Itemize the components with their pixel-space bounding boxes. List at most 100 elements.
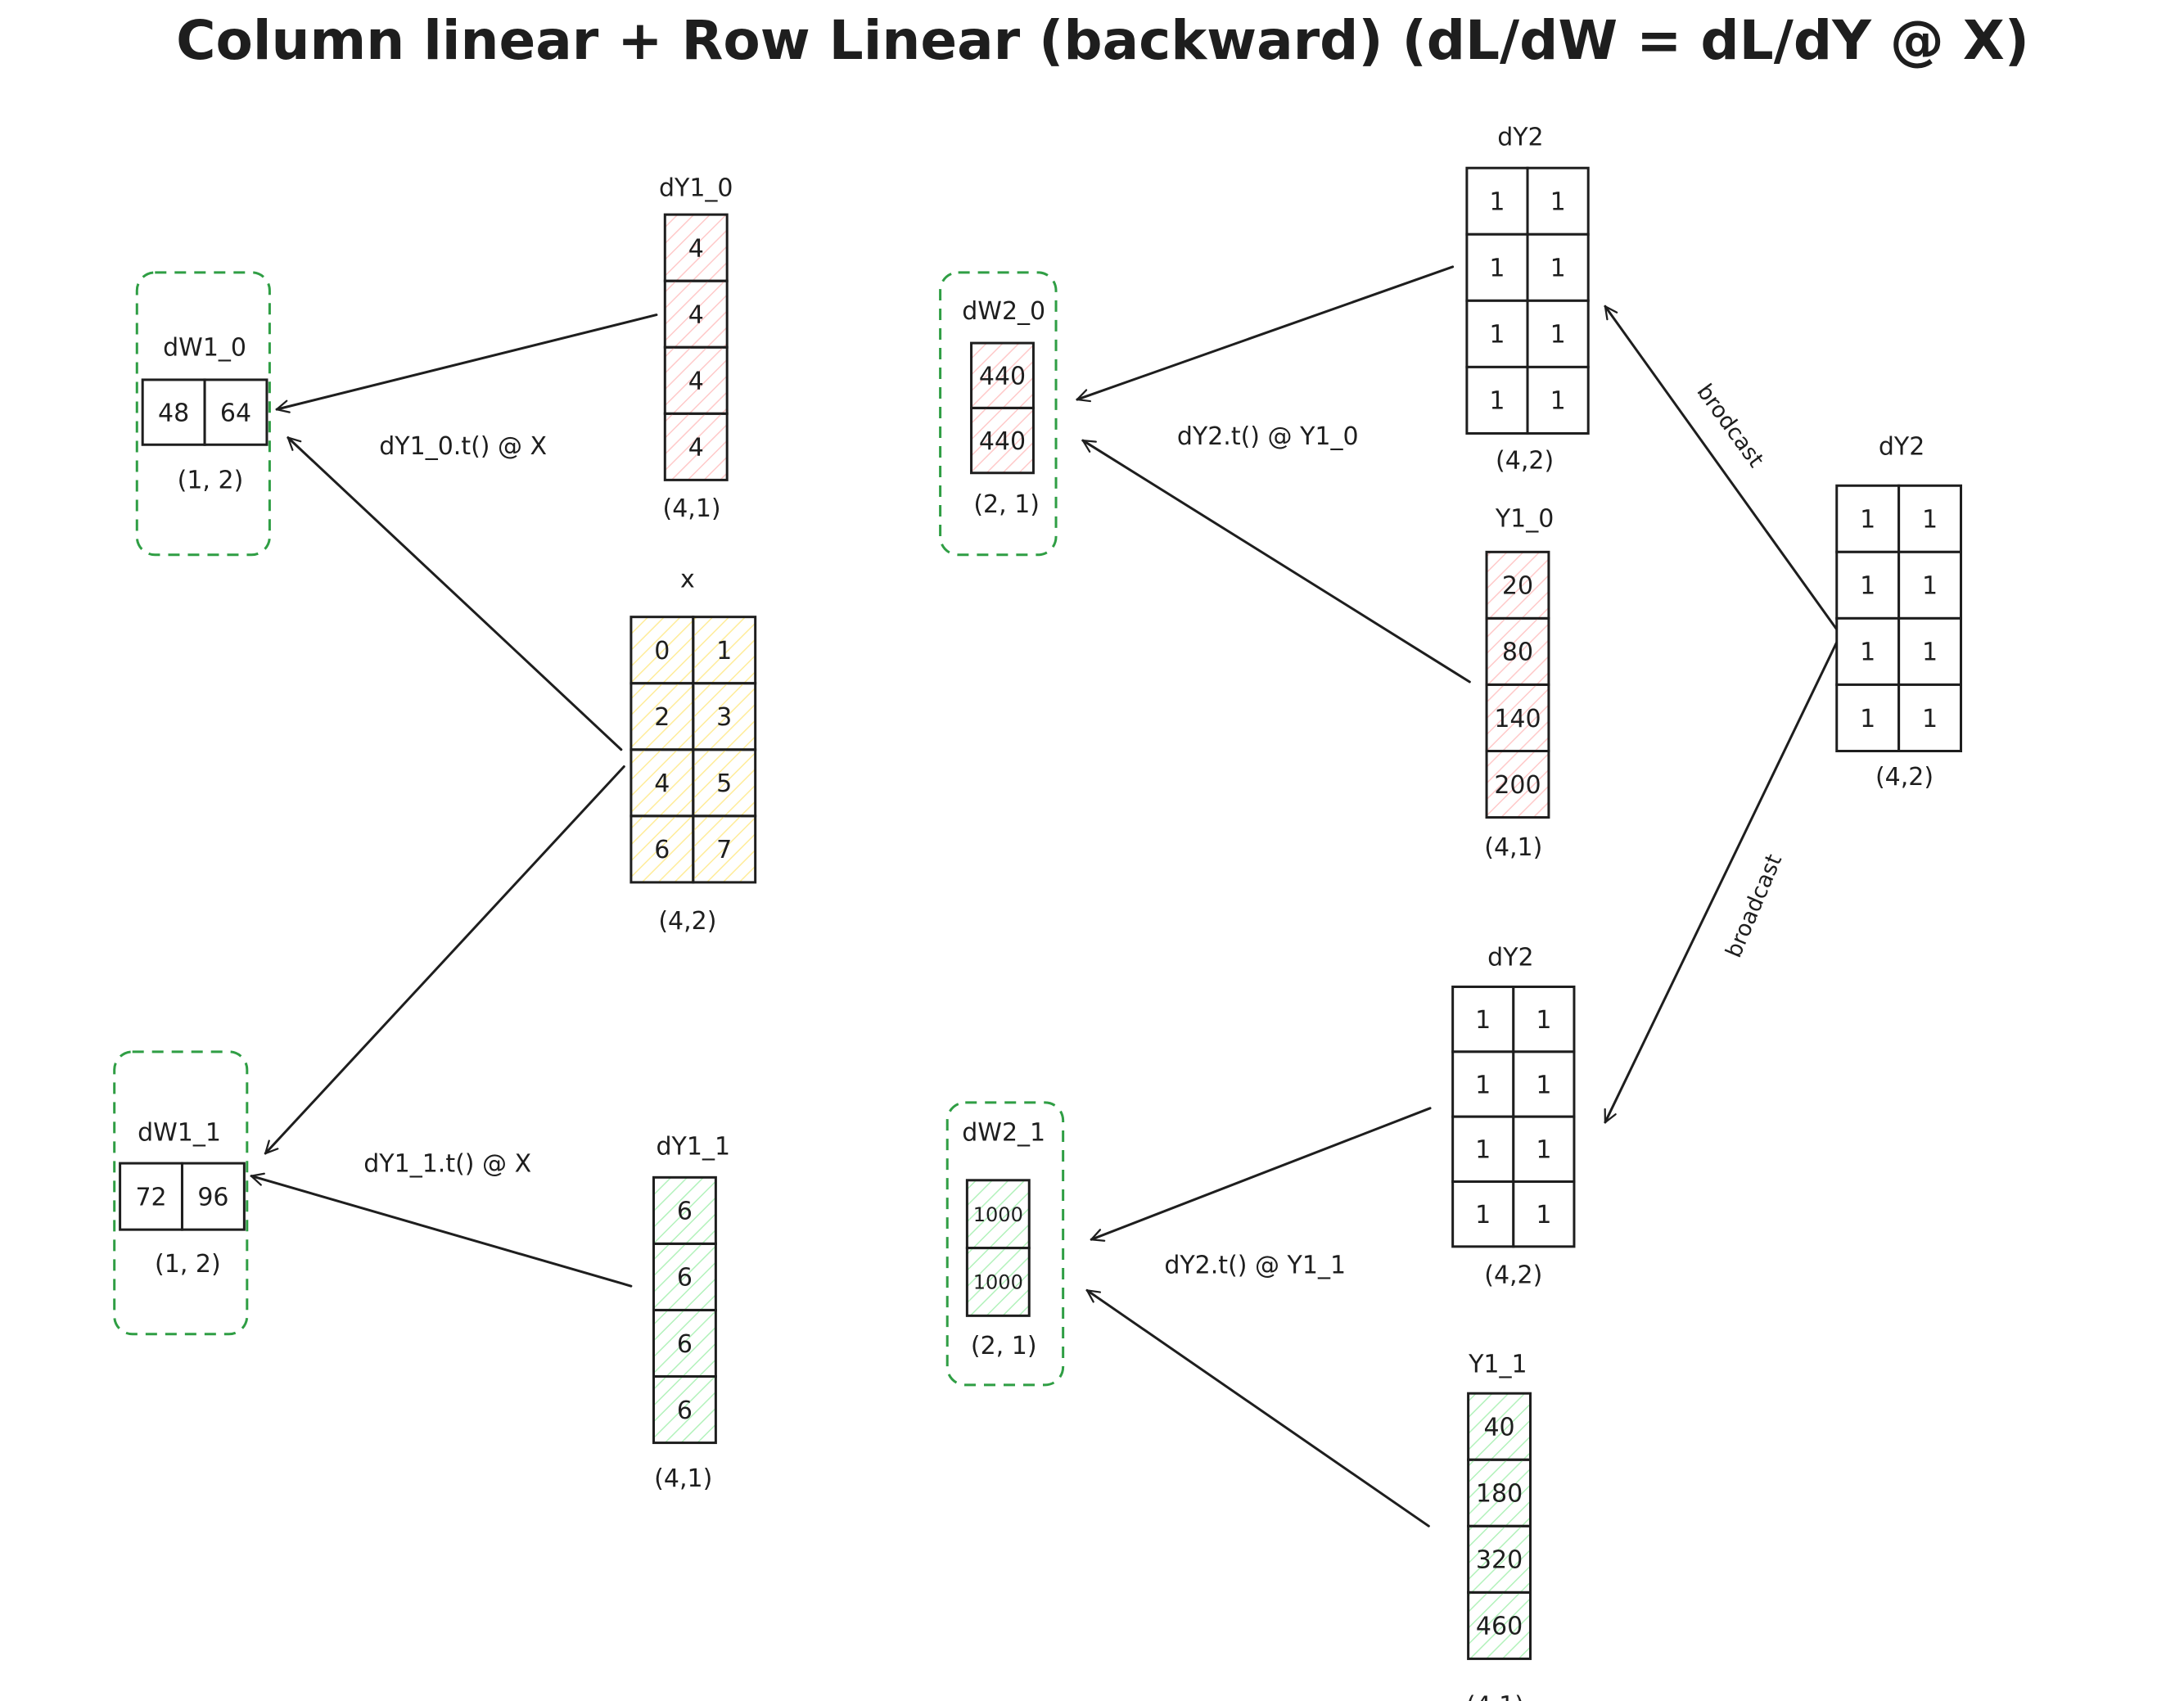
matrix-cell-value: 6 <box>677 1198 693 1226</box>
matrix-label-x: x <box>680 565 695 593</box>
matrix-cell <box>692 616 757 685</box>
matrix-cell-value: 1 <box>1536 1006 1551 1035</box>
matrix-cell <box>1897 550 1963 620</box>
matrix-cell-value: 1 <box>1922 705 1938 733</box>
matrix-cell-value: 1 <box>1475 1136 1491 1165</box>
matrix-cell-value: 3 <box>716 703 732 732</box>
matrix-cell <box>1451 1180 1515 1248</box>
matrix-cell <box>663 213 729 282</box>
matrix-cell <box>965 1247 1031 1317</box>
matrix-cell-value: 440 <box>979 427 1026 456</box>
matrix-cell-value: 4 <box>688 301 704 330</box>
matrix-cell-value: 2 <box>654 703 670 732</box>
arrow-y1-1-to-dw2-1 <box>1085 1288 1430 1527</box>
matrix-cell <box>965 1179 1031 1250</box>
matrix-cell-value: 1 <box>1550 255 1566 283</box>
group-box-dw2-1 <box>945 1101 1065 1387</box>
matrix-cell-value: 48 <box>158 399 189 427</box>
matrix-cell-value: 180 <box>1476 1480 1523 1509</box>
matrix-cell-value: 200 <box>1494 771 1541 800</box>
matrix-shape-dy1-1: (4,1) <box>654 1464 712 1493</box>
annotation-op1: dY1_0.t() @ X <box>379 432 547 461</box>
matrix-shape-dw2-0: (2, 1) <box>973 490 1040 519</box>
arrow-x-to-dw1-1 <box>264 765 625 1155</box>
matrix-cell-value: 40 <box>1483 1414 1514 1442</box>
matrix-cell <box>1485 750 1550 819</box>
matrix-cell-value: 1 <box>1550 188 1566 217</box>
matrix-cell-value: 460 <box>1476 1613 1523 1641</box>
matrix-cell <box>1485 616 1550 686</box>
matrix-cell <box>652 1375 717 1445</box>
arrow-x-to-dw1-0 <box>287 436 623 751</box>
matrix-cell <box>663 345 729 415</box>
matrix-cell-value: 1 <box>1550 387 1566 416</box>
arrow-dy2-bot-to-dw2-1 <box>1090 1107 1432 1242</box>
matrix-shape-dw2-1: (2, 1) <box>971 1332 1037 1360</box>
matrix-label-dw2-1: dW2_1 <box>962 1118 1045 1147</box>
matrix-cell-value: 1 <box>1475 1201 1491 1230</box>
matrix-cell-value: 1 <box>1922 638 1938 667</box>
arrow-dy1-0-to-dw1-0 <box>275 314 658 413</box>
matrix-cell-value: 1 <box>1860 705 1875 733</box>
matrix-cell-value: 1 <box>716 637 732 666</box>
matrix-cell <box>1835 683 1901 753</box>
matrix-shape-dy2-top: (4,2) <box>1496 447 1554 476</box>
matrix-cell <box>970 406 1035 475</box>
matrix-cell-value: 1 <box>1860 638 1875 667</box>
matrix-label-dw1-0: dW1_0 <box>163 334 246 363</box>
matrix-cell <box>652 1175 717 1245</box>
matrix-cell-value: 1 <box>1536 1071 1551 1099</box>
matrix-cell <box>1465 232 1529 302</box>
matrix-shape-y1-1: (4,1) <box>1466 1692 1524 1701</box>
group-box-dw2-0 <box>939 271 1058 557</box>
matrix-cell-value: 1 <box>1550 321 1566 350</box>
matrix-cell-value: 1 <box>1475 1071 1491 1099</box>
matrix-shape-dy2-bot: (4,2) <box>1484 1261 1542 1290</box>
matrix-label-dy1-1: dY1_1 <box>657 1133 731 1162</box>
matrix-label-dy1-0: dY1_0 <box>659 174 733 203</box>
arrow-y1-0-to-dw2-0 <box>1081 439 1471 684</box>
matrix-cell-value: 6 <box>654 836 670 864</box>
matrix-cell-value: 1 <box>1536 1201 1551 1230</box>
matrix-cell-value: 1000 <box>973 1271 1023 1294</box>
matrix-label-dw2-0: dW2_0 <box>962 297 1045 326</box>
matrix-cell <box>1835 616 1901 686</box>
matrix-cell-value: 80 <box>1502 638 1533 667</box>
matrix-cell-value: 1 <box>1489 188 1505 217</box>
matrix-cell-value: 72 <box>135 1183 166 1211</box>
annotation-op3: dY2.t() @ Y1_0 <box>1177 422 1359 451</box>
arrows <box>250 265 1843 1527</box>
group-box-dw1-0 <box>135 271 271 557</box>
group-box-dw1-1 <box>113 1050 249 1336</box>
matrix-cell-value: 1 <box>1536 1136 1551 1165</box>
matrix-cell <box>692 682 757 751</box>
matrix-cell <box>1526 166 1590 236</box>
matrix-cell <box>1467 1524 1532 1594</box>
matrix-label-dy2-top: dY2 <box>1497 124 1543 152</box>
matrix-label-dy2-bot: dY2 <box>1487 944 1533 972</box>
matrix-cell-value: 140 <box>1494 705 1541 733</box>
matrix-cell <box>180 1162 246 1231</box>
matrix-label-dw1-1: dW1_1 <box>138 1118 221 1147</box>
arrow-dy1-1-to-dw1-1 <box>250 1172 633 1288</box>
matrix-cell <box>1485 683 1550 753</box>
matrix-cell-value: 1 <box>1860 506 1875 535</box>
matrix-cell-value: 4 <box>654 769 670 798</box>
matrix-cell <box>1451 1050 1515 1118</box>
arrow-broadcast-down <box>1604 641 1839 1124</box>
matrix-cell-value: 1 <box>1860 572 1875 601</box>
matrix-cell <box>629 682 695 751</box>
matrix-cell-value: 440 <box>979 363 1026 391</box>
matrix-cell-value: 7 <box>716 836 732 864</box>
